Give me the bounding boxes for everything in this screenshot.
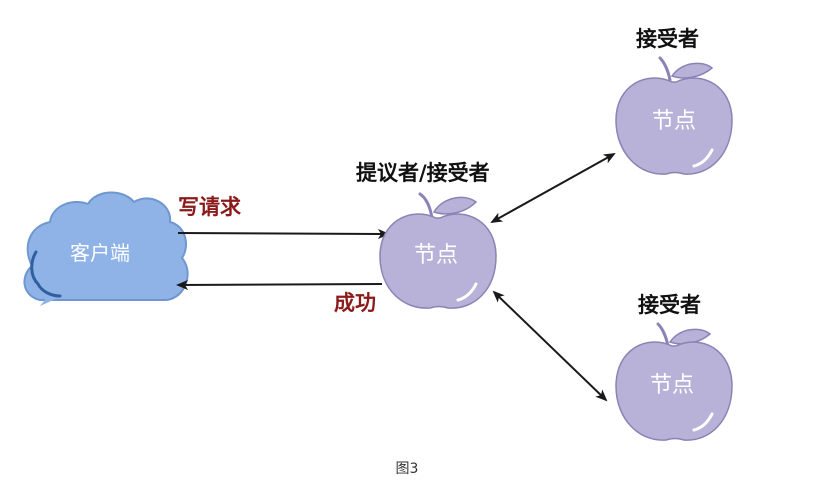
acceptor-bottom-role: 接受者 bbox=[638, 293, 701, 317]
cloud-shape bbox=[23, 191, 189, 301]
proposer-highlight bbox=[456, 282, 478, 302]
cloud-stroke-accent bbox=[30, 250, 62, 298]
proposer-stem bbox=[418, 192, 434, 220]
acceptor-top-leaf bbox=[670, 62, 714, 79]
acceptor-bottom-highlight bbox=[692, 412, 714, 432]
figure-caption: 图3 bbox=[395, 461, 419, 477]
acceptor-top-apple-body bbox=[615, 77, 733, 175]
request-label: 写请求 bbox=[178, 195, 241, 219]
proposer-acceptor-bottom-arrow bbox=[492, 290, 608, 402]
proposer-acceptor-top-arrow bbox=[490, 153, 616, 223]
acceptor-top-node: 节点 bbox=[615, 56, 733, 175]
acceptor-bottom-label: 节点 bbox=[650, 373, 694, 398]
proposer-role: 提议者/接受者 bbox=[356, 161, 490, 185]
client-label: 客户端 bbox=[70, 241, 130, 265]
acceptor-top-highlight bbox=[692, 148, 714, 168]
proposer-leaf bbox=[432, 196, 478, 215]
acceptor-top-label: 节点 bbox=[652, 109, 696, 134]
acceptor-bottom-node: 节点 bbox=[615, 322, 733, 441]
acceptor-bottom-apple-body bbox=[615, 341, 733, 441]
client-cloud: 客户端 bbox=[23, 191, 189, 306]
acceptor-top-role: 接受者 bbox=[636, 27, 699, 51]
proposer-apple-body bbox=[379, 213, 497, 309]
proposer-node: 节点 bbox=[379, 192, 497, 309]
response-label: 成功 bbox=[334, 291, 376, 315]
request-arrow bbox=[177, 228, 390, 239]
response-arrow bbox=[176, 279, 383, 290]
cloud-tail bbox=[40, 296, 58, 306]
acceptor-top-stem bbox=[658, 56, 672, 82]
proposer-label: 节点 bbox=[414, 243, 458, 268]
